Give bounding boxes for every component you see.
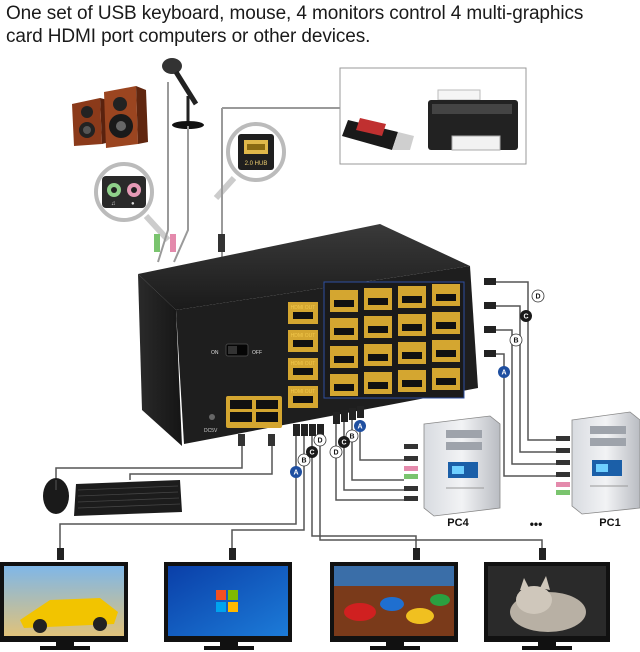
headline-line-1: One set of USB keyboard, mouse, 4 monito… [6, 3, 584, 24]
hdmi-out-label-1: HDMI OUT [291, 305, 316, 311]
power-off-label: OFF [252, 350, 262, 356]
usb-hub-magnifier-icon: 2.0 HUB [213, 122, 286, 201]
svg-text:D: D [535, 294, 540, 301]
pc4-cable-plugs [333, 406, 364, 424]
svg-text:●: ● [131, 201, 135, 207]
pc4-audio-usb-plugs [404, 444, 418, 501]
pc1-audio-usb-plugs [556, 436, 570, 495]
hdmi-in-port-grid [323, 281, 465, 399]
monitor-1-race-car [0, 562, 128, 650]
hdmi-out-label-3: HDMI OUT [291, 361, 316, 367]
signal-badge-c-pc4: C [338, 436, 350, 448]
audio-plugs [154, 234, 225, 252]
signal-badge-c-pc1: C [520, 310, 532, 322]
pc1-cable-plugs [484, 278, 496, 357]
svg-text:A: A [357, 424, 362, 431]
pc4-tower-icon [423, 415, 501, 517]
signal-badge-a-pc4: A [354, 420, 366, 432]
speakers-icon [72, 86, 148, 148]
dc-label: DC5V [204, 428, 218, 434]
svg-text:A: A [501, 370, 506, 377]
printer-icon [428, 89, 518, 151]
pc1-tower-icon [571, 411, 640, 515]
hub-label: 2.0 HUB [245, 161, 268, 167]
signal-badges: A B C D A B C D [290, 289, 545, 478]
monitor-cable-plugs [57, 424, 546, 560]
svg-text:C: C [523, 314, 528, 321]
monitor-2-windows [164, 562, 292, 650]
signal-badge-b-monitor: B [297, 453, 311, 467]
svg-text:B: B [513, 338, 518, 345]
signal-badge-d-pc1: D [531, 289, 545, 303]
keyboard-mouse-cables [55, 434, 273, 480]
svg-text:C: C [309, 450, 314, 457]
monitor-4-kitten [484, 562, 610, 650]
pc4-cables [335, 420, 404, 501]
signal-badge-a-pc1: A [498, 366, 510, 378]
microphone-icon [162, 58, 204, 129]
signal-badge-d-pc4: D [329, 445, 343, 459]
more-pcs-ellipsis: ••• [530, 517, 543, 531]
svg-text:B: B [301, 458, 306, 465]
signal-badge-b-pc1: B [509, 333, 523, 347]
headline: One set of USB keyboard, mouse, 4 monito… [6, 2, 636, 48]
audio-jack-magnifier-icon: ♫ ● [94, 162, 171, 243]
kvm-switch: ON OFF DC5V HDMI OUT HDMI OUT HDMI OUT H… [138, 224, 478, 446]
hdmi-out-label-2: HDMI OUT [291, 333, 316, 339]
svg-text:C: C [341, 440, 346, 447]
signal-badge-c-monitor: C [306, 446, 318, 458]
pc1-label: PC1 [599, 517, 620, 529]
svg-text:D: D [333, 450, 338, 457]
headline-line-2: card HDMI port computers or other device… [6, 26, 371, 47]
mouse-icon [43, 478, 69, 514]
signal-badge-d-monitor: D [313, 433, 327, 447]
svg-text:♫: ♫ [111, 201, 116, 207]
monitor-3-cars-movie [330, 562, 458, 650]
power-on-label: ON [211, 350, 219, 356]
svg-text:A: A [293, 470, 298, 477]
keyboard-icon [74, 480, 182, 516]
hdmi-out-label-4: HDMI OUT [291, 389, 316, 395]
signal-badge-a-monitor: A [290, 466, 302, 478]
svg-text:D: D [317, 438, 322, 445]
usb-flash-drive-icon [342, 118, 414, 150]
pc4-label: PC4 [447, 517, 469, 529]
svg-text:B: B [349, 434, 354, 441]
hdmi-out-ports: HDMI OUT HDMI OUT HDMI OUT HDMI OUT [288, 302, 318, 408]
